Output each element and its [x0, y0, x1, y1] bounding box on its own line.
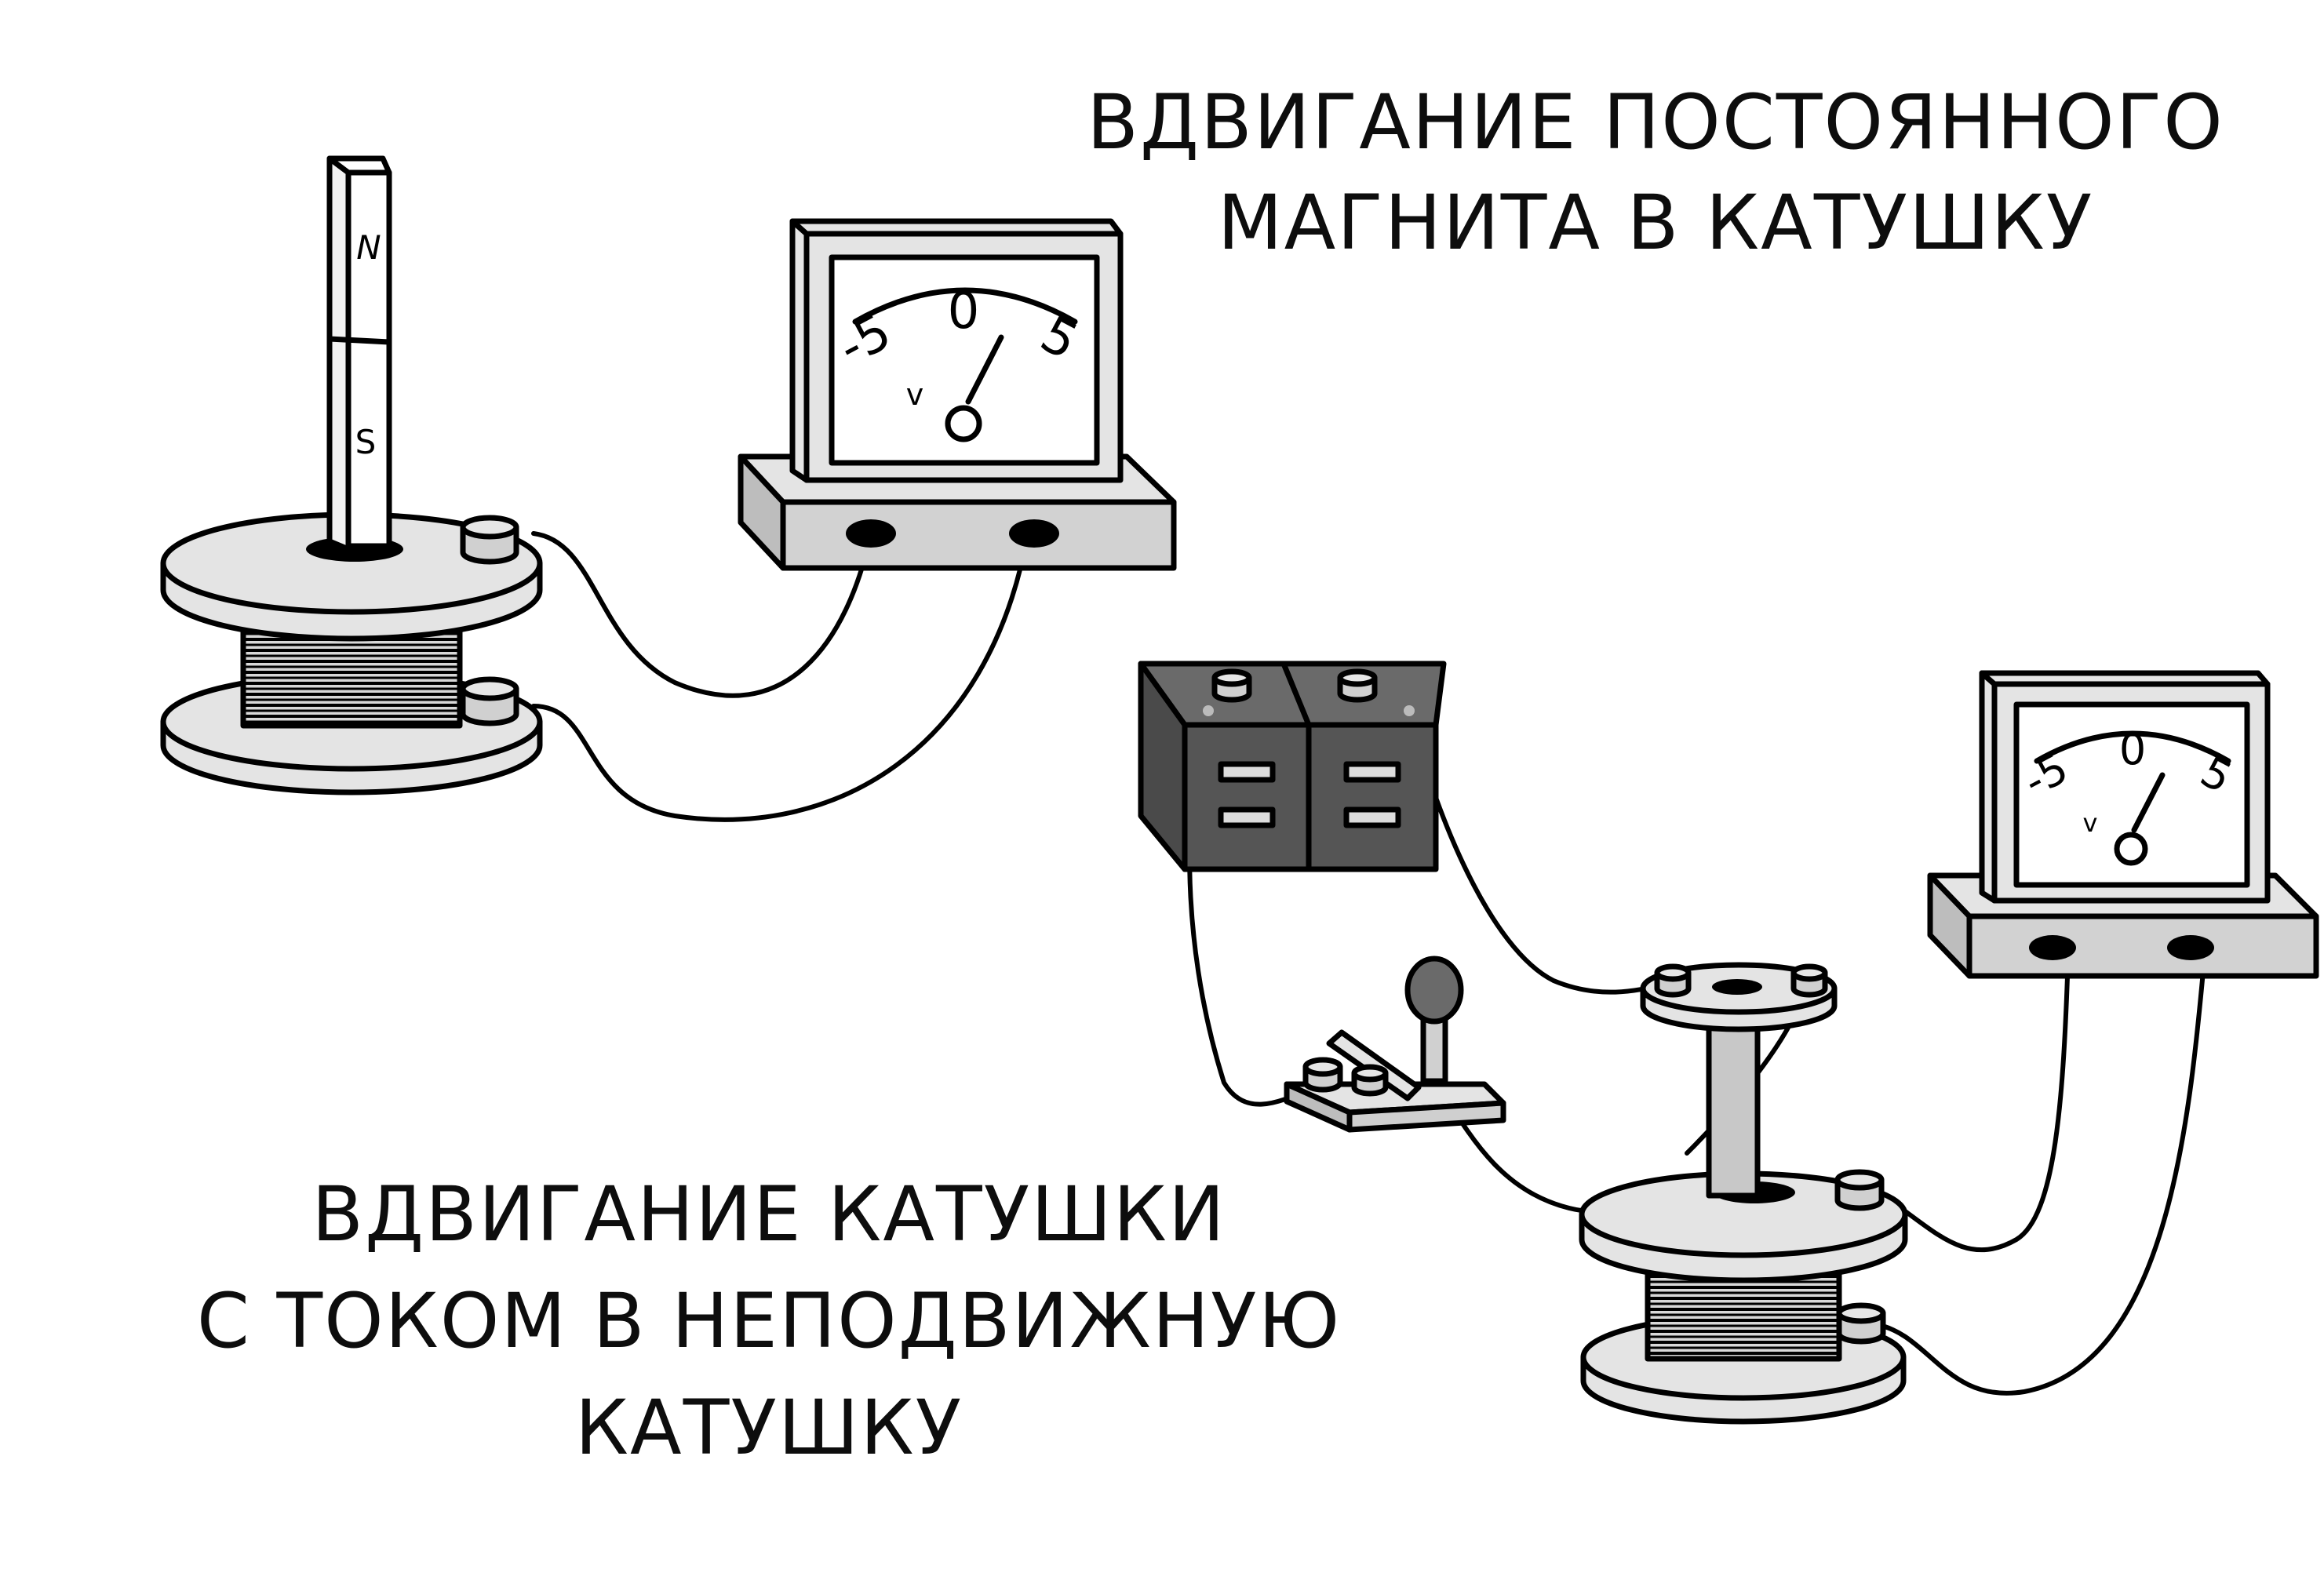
- caption-bottom-line-2: С ТОКОМ В НЕПОДВИЖНУЮ: [196, 1277, 1342, 1365]
- voltmeter-right-tick-0: 0: [2119, 725, 2146, 774]
- voltmeter-right: -5 0 5 v: [1927, 670, 2319, 979]
- caption-bottom-line-3: КАТУШКУ: [574, 1384, 963, 1472]
- coil-left: [160, 511, 543, 795]
- caption-magnet-into-coil: ВДВИГАНИЕ ПОСТОЯННОГО МАГНИТА В КАТУШКУ: [1051, 85, 2260, 286]
- caption-top-line-1: ВДВИГАНИЕ ПОСТОЯННОГО: [1087, 78, 2224, 166]
- terminal-bottom-left: [460, 676, 519, 726]
- coil-moving-right: [1640, 962, 1838, 1199]
- switch-key: [1284, 956, 1506, 1133]
- voltmeter-left-unit: v: [906, 377, 924, 412]
- battery: [1138, 661, 1447, 872]
- terminal-small-coil-left: [1654, 963, 1692, 998]
- caption-bottom-line-1: ВДВИГАНИЕ КАТУШКИ: [311, 1170, 1226, 1258]
- terminal-coil-right-top: [1834, 1169, 1885, 1211]
- magnet-south-label: S: [355, 423, 377, 461]
- terminal-small-coil-right: [1790, 963, 1828, 998]
- battery-terminal-right: [1337, 668, 1378, 703]
- voltmeter-left: -5 0 5 v: [738, 218, 1177, 571]
- coil-fixed-right: [1579, 1169, 1908, 1425]
- caption-coil-into-coil: ВДВИГАНИЕ КАТУШКИ С ТОКОМ В НЕПОДВИЖНУЮ …: [157, 1177, 1381, 1497]
- bar-magnet: N S: [326, 155, 392, 552]
- voltmeter-left-tick-0: 0: [948, 282, 980, 340]
- magnet-north-label: N: [356, 228, 381, 267]
- voltmeter-right-unit: v: [2083, 808, 2098, 838]
- terminal-coil-right-bottom: [1836, 1302, 1886, 1345]
- battery-terminal-left: [1211, 668, 1252, 703]
- terminal-top-left: [460, 515, 519, 565]
- wires-left: [531, 531, 1030, 822]
- switch-terminal: [1302, 1057, 1389, 1097]
- caption-top-line-2: МАГНИТА В КАТУШКУ: [1217, 179, 2094, 267]
